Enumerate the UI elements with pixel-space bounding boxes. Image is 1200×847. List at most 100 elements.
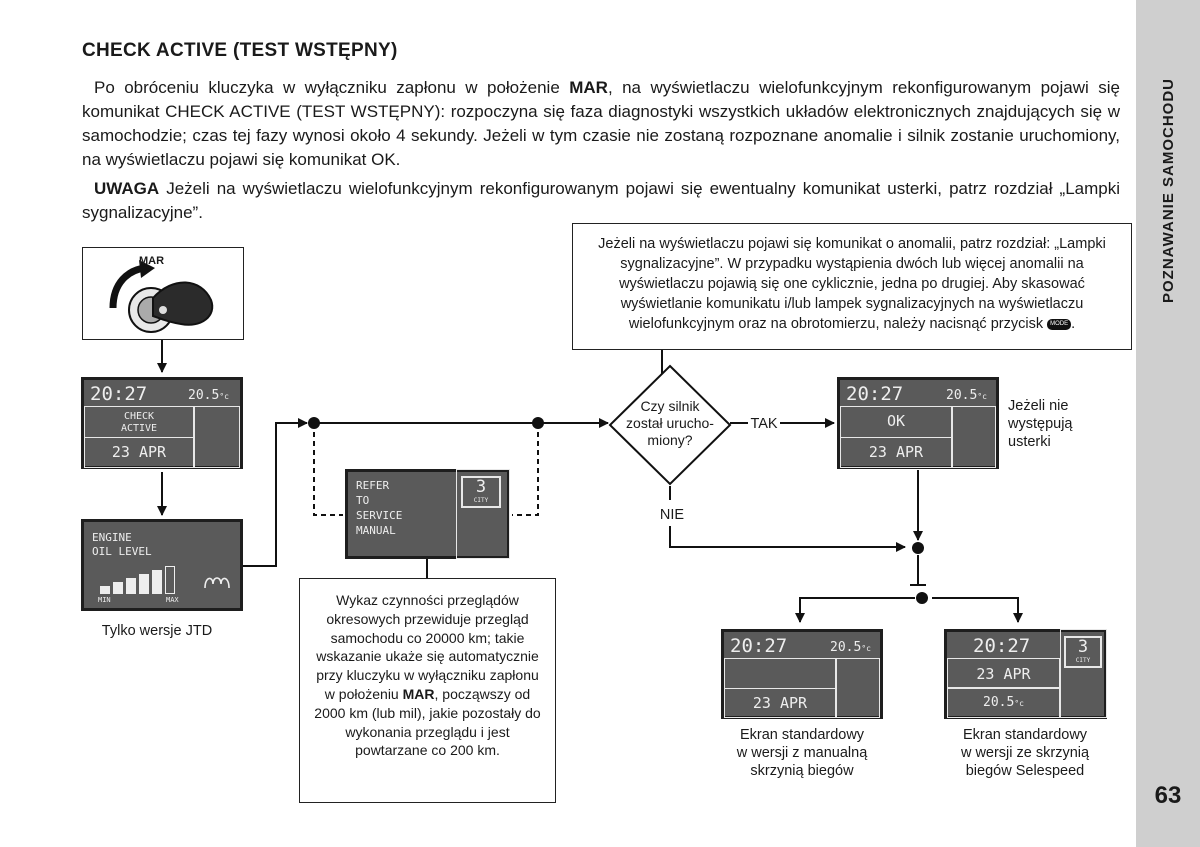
junction-dot-left	[308, 417, 320, 429]
decision-diamond	[608, 364, 732, 486]
split-dot	[916, 592, 928, 604]
service-gear: 3	[475, 477, 487, 497]
manual-date: 23 APR	[752, 694, 808, 712]
ok-temp-unit: °c	[977, 392, 987, 401]
check-temp-wrap: 20.5°c	[188, 388, 229, 403]
ok-temp-wrap: 20.5°c	[946, 388, 987, 403]
intro-mar: MAR	[569, 78, 608, 97]
oil-level-bar	[113, 582, 123, 594]
display-service: REFER TO SERVICE MANUAL 3 CITY	[345, 469, 510, 559]
caption-manual-2: w wersji z manualną	[736, 745, 868, 761]
selespeed-cell-temp	[947, 688, 1060, 718]
display-ok: 20:27 20.5°c OK 23 APR	[837, 377, 999, 469]
ignition-key-illustration: MAR	[82, 247, 244, 340]
intro-text: Po obróceniu kluczyka w wyłączniku zapło…	[94, 78, 560, 97]
display-manual: 20:27 20.5°c 23 APR	[721, 629, 883, 719]
oil-level-bar	[126, 578, 136, 594]
oil-line2: OIL LEVEL	[92, 545, 152, 558]
selespeed-temp-wrap: 20.5°c	[947, 695, 1060, 710]
caption-jtd: Tylko wersje JTD	[101, 623, 213, 639]
check-cell-msg	[84, 406, 194, 438]
service-info-text: Wykaz czynności przeglądów okresowych pr…	[316, 592, 539, 702]
display-oil-level: ENGINE OIL LEVEL MIN MAX	[81, 519, 243, 611]
caption-no-faults-3: usterki	[1008, 434, 1051, 450]
oil-level-bar	[152, 570, 162, 594]
display-check-active: 20:27 20.5°c CHECK ACTIVE 23 APR	[81, 377, 243, 469]
oil-level-bar	[165, 566, 175, 594]
manual-temp-unit: °c	[861, 644, 871, 653]
manual-temp: 20.5	[830, 640, 862, 655]
manual-cell-side	[836, 658, 880, 718]
ignition-key-icon	[109, 260, 214, 333]
page-heading: CHECK ACTIVE (TEST WSTĘPNY)	[82, 40, 398, 61]
arrow-nie-to-merge	[669, 526, 906, 552]
service-line4: MANUAL	[356, 524, 396, 537]
decision-text: Czy silnik został urucho- miony?	[615, 398, 725, 449]
ok-cell-msg	[840, 406, 952, 438]
service-side-cell	[456, 469, 510, 559]
note-text: Jeżeli na wyświetlaczu wielofunkcyjnym r…	[82, 179, 1120, 222]
ok-temp: 20.5	[946, 388, 978, 403]
oil-max: MAX	[166, 596, 179, 604]
decision-line1: Czy silnik	[640, 398, 700, 414]
selespeed-mode: CITY	[1075, 657, 1091, 664]
decision-line3: miony?	[647, 432, 693, 448]
note-label: UWAGA	[94, 179, 160, 198]
oil-line1: ENGINE	[92, 531, 132, 544]
mode-button-icon: MODE	[1047, 318, 1072, 330]
caption-selespeed-3: biegów Selespeed	[965, 763, 1085, 779]
dashed-right	[512, 423, 539, 516]
yes-label: TAK	[750, 416, 778, 432]
caption-no-faults-1: Jeżeli nie	[1008, 398, 1069, 414]
caption-selespeed-2: w wersji ze skrzynią	[960, 745, 1090, 761]
caption-manual-1: Ekran standardowy	[739, 727, 865, 743]
check-cell-side	[194, 406, 240, 468]
manual-time: 20:27	[730, 635, 788, 657]
anomaly-info-box: Jeżeli na wyświetlaczu pojawi się komuni…	[572, 223, 1132, 350]
oil-min: MIN	[98, 596, 111, 604]
selespeed-gear: 3	[1077, 637, 1089, 657]
service-line3: SERVICE	[356, 509, 403, 522]
caption-selespeed: Ekran standardowy w wersji ze skrzynią b…	[935, 726, 1115, 780]
check-date: 23 APR	[111, 443, 167, 461]
key-mar-label: MAR	[139, 255, 165, 267]
selespeed-cell-side	[1060, 629, 1107, 718]
check-line1: CHECK	[123, 411, 155, 422]
no-label: NIE	[659, 507, 685, 523]
caption-selespeed-1: Ekran standardowy	[962, 727, 1088, 743]
oil-level-bar	[139, 574, 149, 594]
oil-heater-icon	[204, 577, 230, 589]
check-time: 20:27	[90, 383, 148, 405]
ok-date: 23 APR	[868, 443, 924, 461]
service-gear-box	[461, 476, 501, 508]
service-mode: CITY	[473, 497, 489, 504]
manual-temp-wrap: 20.5°c	[830, 640, 871, 655]
selespeed-time: 20:27	[973, 635, 1031, 657]
anomaly-info-end: .	[1071, 316, 1076, 332]
service-info-mar: MAR	[402, 685, 435, 702]
arrow-to-manual	[795, 597, 915, 623]
arrow-to-selespeed	[932, 597, 1023, 623]
caption-manual: Ekran standardowy w wersji z manualną sk…	[712, 726, 892, 780]
service-info-text-rest: , począwszy od 2000 km (lub mil), jakie …	[314, 685, 541, 759]
display-selespeed: 20:27 3 CITY 23 APR 20.5°c	[944, 629, 1107, 719]
junction-dot-right	[532, 417, 544, 429]
intro-paragraph: Po obróceniu kluczyka w wyłączniku zapło…	[82, 76, 1120, 172]
selespeed-temp: 20.5	[983, 695, 1015, 710]
manual-cell-date	[724, 688, 836, 718]
selespeed-gear-box	[1064, 636, 1102, 668]
service-line2: TO	[356, 494, 370, 507]
check-line2: ACTIVE	[120, 423, 158, 434]
arrow-oil-to-junction	[243, 418, 308, 567]
anomaly-info-text: Jeżeli na wyświetlaczu pojawi się komuni…	[598, 236, 1106, 332]
caption-no-faults-2: występują	[1008, 416, 1073, 432]
merge-dot	[912, 542, 924, 554]
check-temp-unit: °c	[219, 392, 229, 401]
caption-no-faults: Jeżeli nie występują usterki	[1008, 397, 1092, 451]
selespeed-date: 23 APR	[976, 665, 1031, 683]
ok-time: 20:27	[846, 383, 904, 405]
ok-message: OK	[886, 412, 906, 430]
decision-line2: został urucho-	[626, 415, 714, 431]
page-number: 63	[1154, 782, 1182, 809]
